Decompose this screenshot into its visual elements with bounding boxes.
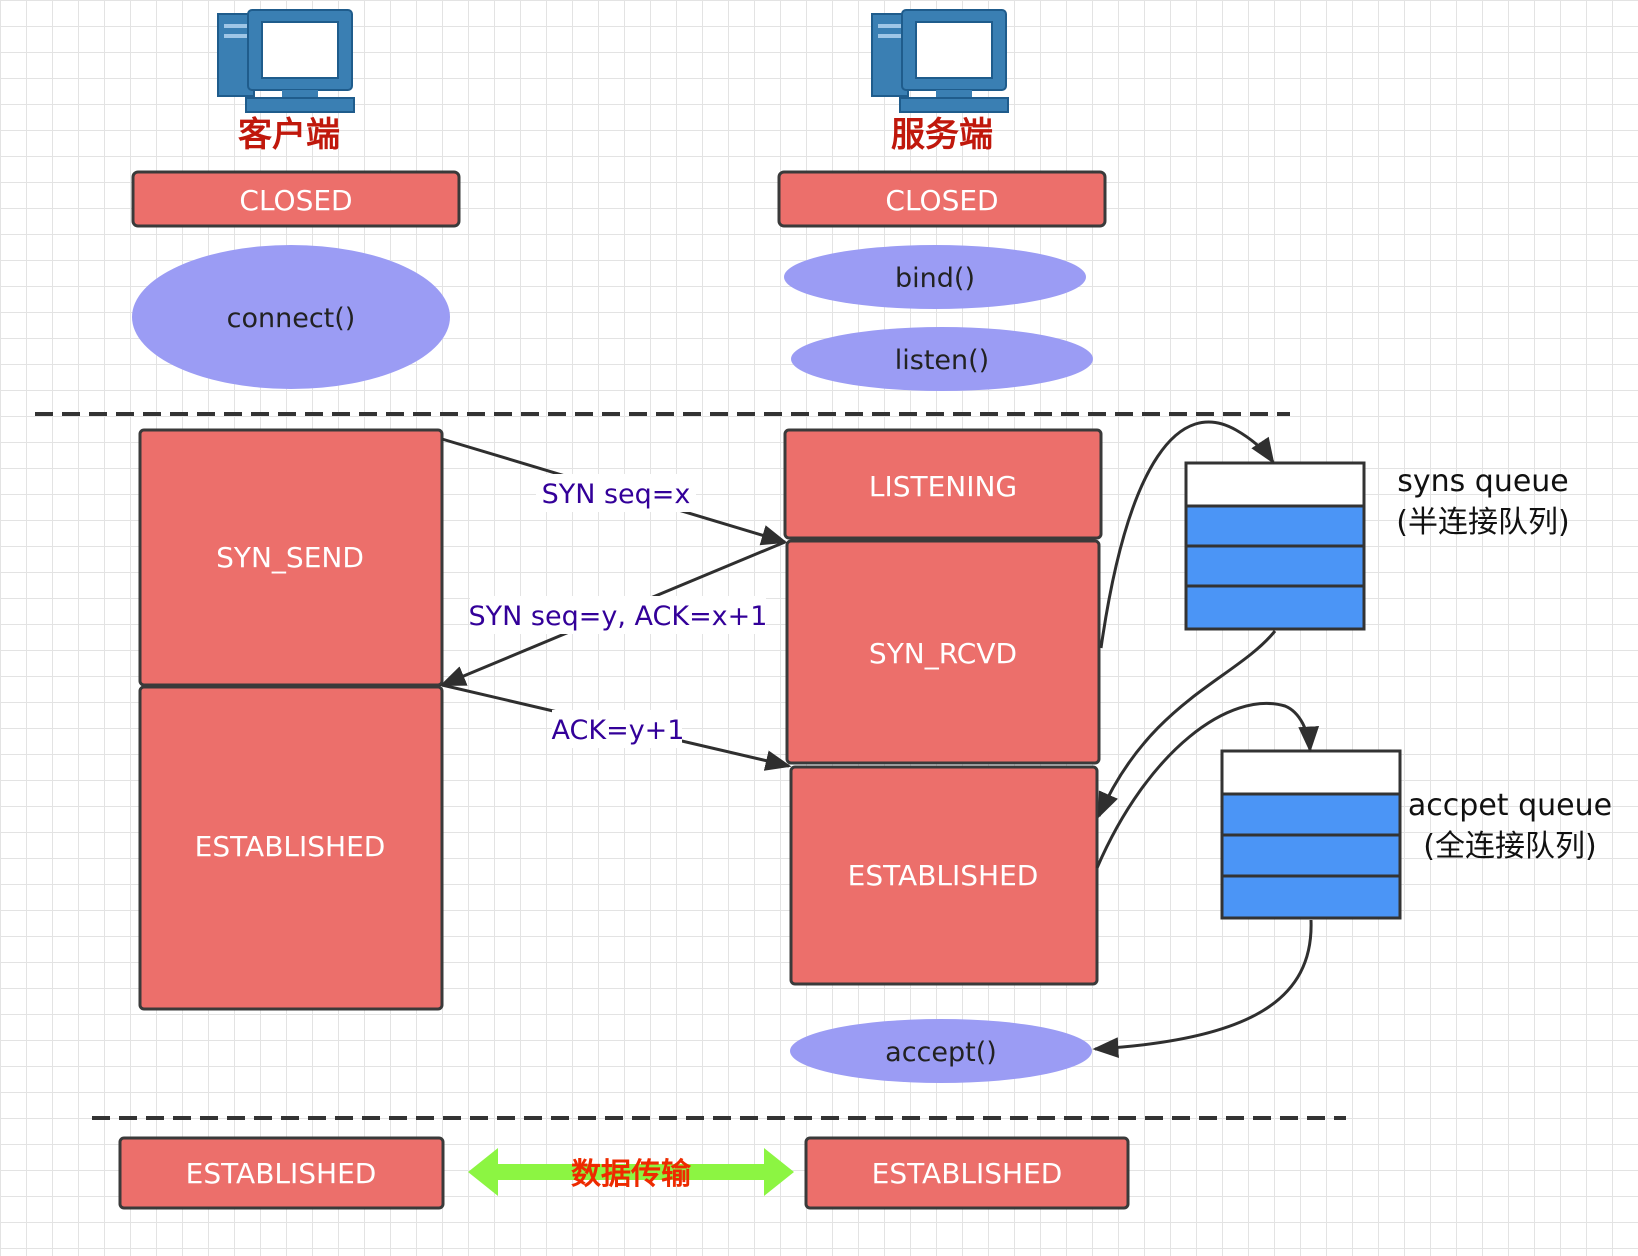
- server-title: 服务端: [891, 115, 993, 155]
- server-syn-rcvd-state-box: [785, 539, 1101, 765]
- client-closed-state-label: CLOSED: [239, 184, 352, 217]
- client-final-established-box: [118, 1136, 445, 1210]
- server-final-established-box: [804, 1136, 1130, 1210]
- syn-ack-message-label: SYN seq=y, ACK=x+1: [469, 601, 768, 632]
- client-final-established-label: ESTABLISHED: [186, 1157, 377, 1190]
- syn-ack-label-backing: [470, 596, 766, 634]
- data-transfer-label: 数据传输: [571, 1157, 692, 1192]
- accept-queue-sublabel: (全连接队列): [1423, 829, 1596, 864]
- listen-call-label: listen(): [895, 345, 989, 376]
- accept-call-label: accept(): [885, 1037, 997, 1068]
- client-established-state-box: [138, 685, 444, 1011]
- accept-queue-slot: [1220, 792, 1402, 837]
- client-title: 客户端: [238, 115, 340, 155]
- server-syn-rcvd-state-label: SYN_RCVD: [869, 637, 1017, 670]
- syn-label-backing: [536, 474, 696, 512]
- syn-rcvd-to-syns-queue-arrow: [1099, 420, 1275, 649]
- accept-queue-label: accpet queue: [1408, 788, 1612, 823]
- server-established-state-label: ESTABLISHED: [848, 859, 1039, 892]
- data-transfer-arrow: [468, 1148, 794, 1196]
- server-closed-state-label: CLOSED: [885, 184, 998, 217]
- accept-queue: [1220, 749, 1402, 920]
- listen-call-ellipse: [791, 327, 1093, 391]
- accept-queue-slot: [1220, 874, 1402, 920]
- syns-queue-empty-slot: [1184, 461, 1366, 508]
- syns-queue-slot: [1184, 584, 1366, 631]
- accept-queue-slot: [1220, 833, 1402, 878]
- syns-queue: [1184, 461, 1366, 631]
- accept-queue-to-accept-call-arrow: [1092, 919, 1313, 1059]
- server-listening-state-label: LISTENING: [869, 470, 1017, 503]
- server-listening-state-box: [783, 428, 1103, 540]
- bind-call-label: bind(): [895, 263, 975, 294]
- accept-call-ellipse: [790, 1019, 1092, 1083]
- syns-queue-to-established-arrow: [1097, 630, 1277, 819]
- client-established-state-label: ESTABLISHED: [195, 830, 386, 863]
- client-closed-state-box: [131, 170, 461, 228]
- server-established-state-box: [789, 765, 1099, 986]
- bind-call-ellipse: [784, 245, 1086, 309]
- accept-queue-empty-slot: [1220, 749, 1402, 796]
- client-syn-send-state-box: [138, 428, 444, 687]
- ack-label-backing: [552, 710, 682, 748]
- connect-call-label: connect(): [227, 303, 356, 334]
- server-computer-icon: [871, 9, 1009, 113]
- server-final-established-label: ESTABLISHED: [872, 1157, 1063, 1190]
- syns-queue-sublabel: (半连接队列): [1396, 505, 1569, 540]
- syns-queue-slot: [1184, 544, 1366, 588]
- client-syn-send-state-label: SYN_SEND: [216, 541, 364, 574]
- syns-queue-label: syns queue: [1397, 464, 1569, 499]
- client-computer-icon: [217, 9, 355, 113]
- ack-message-label: ACK=y+1: [552, 715, 685, 746]
- server-closed-state-box: [777, 170, 1107, 228]
- established-to-accept-queue-arrow: [1095, 701, 1320, 869]
- connect-call-ellipse: [132, 245, 450, 389]
- syn-message-label: SYN seq=x: [542, 479, 691, 510]
- syns-queue-slot: [1184, 504, 1366, 548]
